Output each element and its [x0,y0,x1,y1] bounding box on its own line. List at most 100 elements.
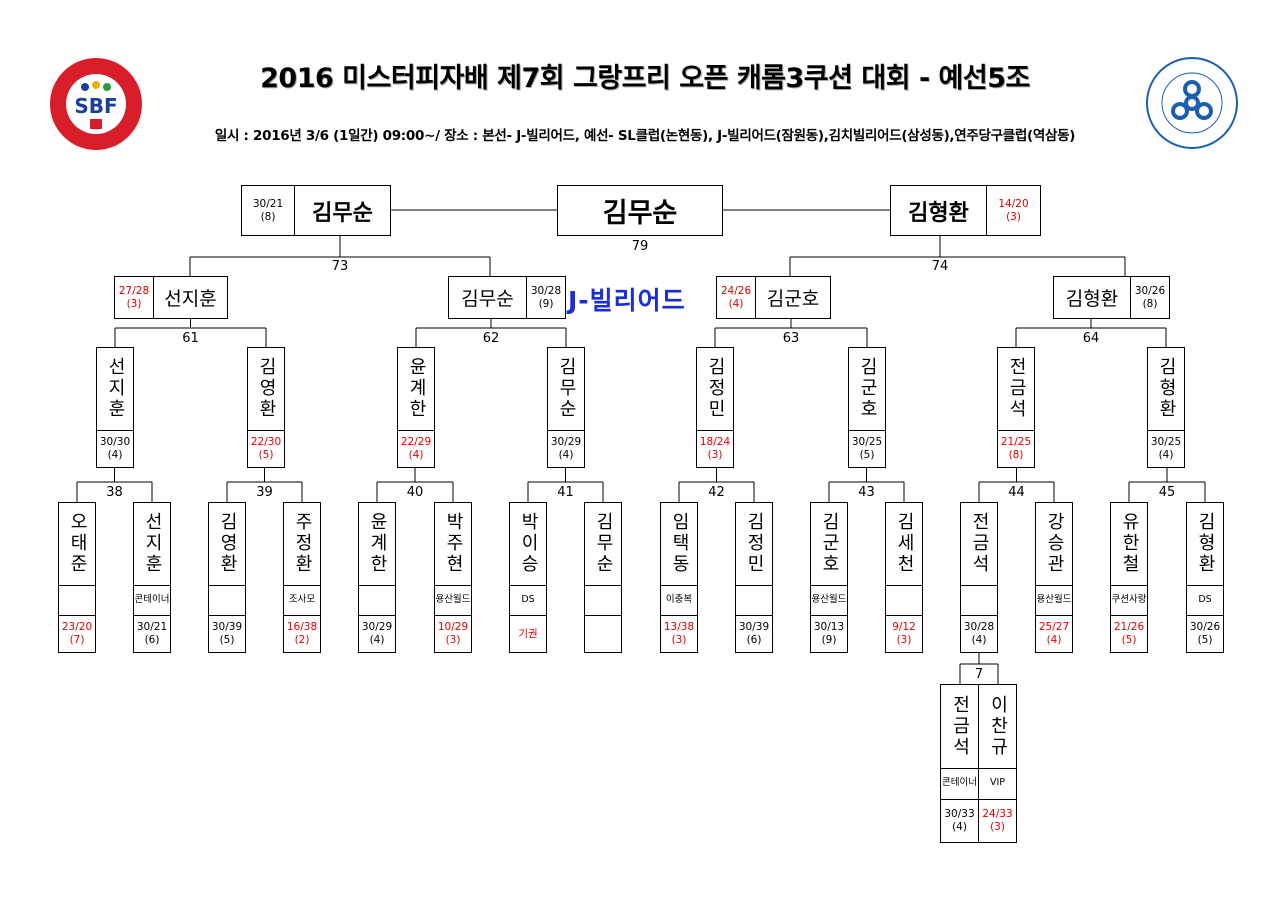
player-name: 임택동 [669,512,690,576]
score-value: 30/28 [963,621,995,634]
score-cell: 30/21(8) [242,186,295,235]
innings-value: (5) [1121,633,1137,646]
score-value: 21/25 [1000,436,1032,449]
player-name: 전금석 [949,694,971,758]
score-cell: 18/24(3) [697,429,733,467]
innings-value: (5) [219,633,235,646]
score-cell [585,614,621,652]
score-cell: 16/38(2) [284,614,320,652]
match-number: 39 [256,485,273,500]
score-value: 30/25 [1150,436,1182,449]
score-value: 30/29 [361,621,393,634]
innings-value: (4) [1046,633,1062,646]
player-name: 주정환 [292,512,313,576]
player-name: 김무순 [312,200,373,226]
score-cell: 30/39(6) [736,614,772,652]
club-name: 조사모 [284,584,320,615]
player-name: 박이승 [518,512,539,576]
score-value: 기권 [518,627,538,640]
innings-value: (6) [144,633,160,646]
match-number: 43 [858,485,875,500]
score-cell: 30/21(6) [134,614,170,652]
match-number: 38 [106,485,123,500]
player-name: 윤계한 [406,357,427,421]
player-name: 김정민 [705,357,726,421]
venue-label: J-빌리어드 [568,286,686,315]
score-cell: 23/20(7) [59,614,95,652]
club-name [736,584,772,615]
innings-value: (6) [746,633,762,646]
club-name [209,584,245,615]
club-name [59,584,95,615]
match-number: 41 [557,485,574,500]
player-name: 강승관 [1044,512,1065,576]
score-cell: 22/29(4) [398,429,434,467]
match-number: 64 [1082,331,1100,346]
score-value: 30/39 [211,621,243,634]
player-name: 김형환 [1195,512,1216,576]
innings-value: (3) [707,448,723,461]
player-box: 전금석 21/25(8) [997,347,1035,468]
score-value: 30/39 [738,621,770,634]
player-box: 24/26(4)김군호 [716,276,831,319]
club-name: 용산월드 [1036,584,1072,615]
score-value: 30/28 [530,284,562,297]
match-number: 73 [331,259,349,274]
score-cell: 27/28(3) [115,277,154,318]
score-value: 23/20 [61,621,93,634]
match-number: 40 [406,485,424,500]
innings-value: (2) [294,633,310,646]
player-box: 30/21(8) 김무순 [241,185,391,236]
innings-value: (7) [69,633,85,646]
score-cell: 30/28(4) [961,614,997,652]
score-value: 18/24 [699,436,731,449]
score-value: 24/26 [720,284,752,297]
player-name: 김형환 [908,200,969,226]
player-box: 김형환 14/20(3) [890,185,1041,236]
score-value: 30/26 [1189,621,1221,634]
innings-value: (8) [1142,297,1158,310]
innings-value: (4) [107,448,123,461]
player-name: 김세천 [894,512,915,576]
score-value: 22/30 [250,436,282,449]
club-name: 콘테이너 [941,767,978,799]
score-cell: 25/27(4) [1036,614,1072,652]
score-cell: 21/25(8) [998,429,1034,467]
sbf-logo-icon: SBF [50,58,142,150]
sbf-logo-text: SBF [74,94,117,118]
player-name: 김영환 [256,357,277,421]
score-value: 10/29 [437,621,469,634]
innings-value: (4) [408,448,424,461]
innings-value: (8) [1008,448,1024,461]
player-box: 박이승 DS 기권 [509,502,547,653]
innings-value: (3) [126,297,142,310]
match-number: 62 [482,331,500,346]
club-name: DS [510,584,546,615]
score-cell: 기권 [510,614,546,652]
score-value: 9/12 [892,621,916,634]
innings-value: (3) [671,633,687,646]
score-value: 30/25 [851,436,883,449]
match-number: 61 [182,331,199,346]
score-cell: 14/20(3) [986,186,1040,235]
score-value: 22/29 [400,436,432,449]
player-name: 전금석 [1006,357,1027,421]
score-cell: 30/28(9) [526,277,565,318]
score-cell: 24/26(4) [717,277,756,318]
score-value: 30/29 [550,436,582,449]
